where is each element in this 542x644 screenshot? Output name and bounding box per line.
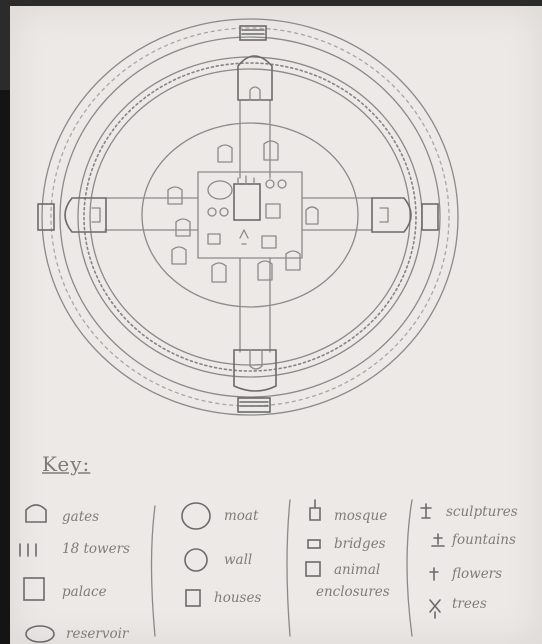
palace-icon: [24, 578, 44, 600]
enclosure-icon: [306, 562, 320, 576]
legend-label-reservoir: reservoir: [66, 626, 128, 642]
legend-label-gates: gates: [62, 509, 99, 525]
legend-label-wall: wall: [224, 552, 252, 568]
legend-label-animal: animal: [334, 562, 380, 578]
legend-label-trees: trees: [452, 596, 487, 612]
mosque-icon: [310, 500, 320, 520]
legend-label-enclosures: enclosures: [316, 584, 390, 600]
bridge-icon: [308, 540, 320, 548]
legend-label-towers: 18 towers: [62, 541, 130, 557]
bridge-east: [422, 204, 438, 230]
flower-icon: [430, 568, 438, 580]
legend-label-moat: moat: [224, 508, 258, 524]
sculpture-icon: [421, 504, 431, 518]
tree-icon: [430, 600, 440, 618]
key-title: Key:: [42, 452, 90, 476]
legend-label-palace: palace: [62, 584, 107, 600]
houses: [168, 141, 318, 282]
legend-label-sculptures: sculptures: [446, 504, 518, 520]
moat-icon: [182, 503, 210, 529]
reservoir-icon: [26, 626, 54, 642]
palace: [234, 184, 260, 220]
legend-label-mosque: mosque: [334, 508, 387, 524]
inner-ring: [142, 123, 358, 307]
tower-icon: [20, 544, 36, 556]
city-wall: [78, 57, 422, 377]
roads: [105, 100, 372, 352]
legend-label-bridges: bridges: [334, 536, 386, 552]
house-icon: [186, 590, 200, 606]
legend-label-flowers: flowers: [452, 566, 502, 582]
palace-square: [198, 172, 302, 258]
wall-icon: [185, 549, 207, 571]
gate-icon: [26, 505, 46, 522]
gate-west: [65, 198, 106, 232]
legend-label-fountains: fountains: [452, 532, 516, 548]
gate-east: [372, 198, 411, 232]
reservoir: [208, 181, 232, 199]
legend-label-houses: houses: [214, 590, 261, 606]
fountain-icon: [432, 534, 444, 546]
